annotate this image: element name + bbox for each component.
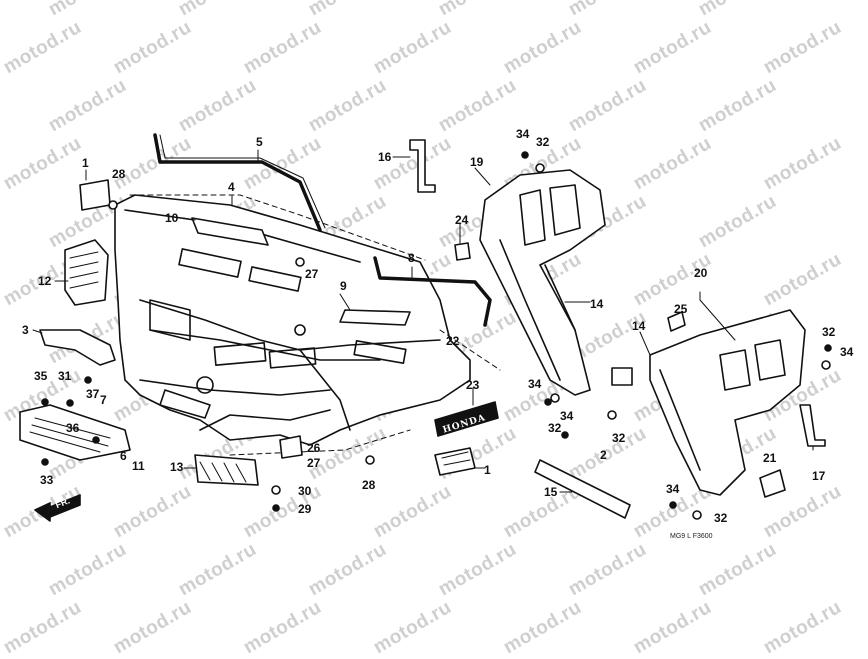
clip-21 (759, 469, 786, 498)
callout-8: 8 (408, 251, 415, 265)
callout-21: 21 (763, 451, 777, 465)
bracket-3 (39, 329, 116, 366)
callout-35: 35 (34, 369, 48, 383)
callout-32-3: 32 (612, 431, 626, 445)
grille-13 (194, 454, 259, 486)
callout-28-2: 28 (362, 478, 376, 492)
callout-numbers: 1123456789101112131414151617192021222324… (22, 127, 854, 525)
callout-34-3: 34 (560, 409, 574, 423)
plate-1-upper (79, 179, 111, 211)
plate-1-lower (434, 447, 476, 476)
callout-29: 29 (298, 502, 312, 516)
bracket-16 (409, 139, 436, 193)
callout-7: 7 (100, 393, 107, 407)
callout-16: 16 (378, 150, 392, 164)
fairing-body (114, 194, 471, 446)
bracket-17 (799, 404, 826, 447)
callout-32-1: 32 (536, 135, 550, 149)
callout-19: 19 (470, 155, 484, 169)
diagram-footnote: MG9 L F3600 (670, 533, 713, 540)
callout-36: 36 (66, 421, 80, 435)
callout-22: 22 (446, 334, 460, 348)
callout-34-1: 34 (516, 127, 530, 141)
outer-panel-left (649, 309, 806, 496)
callout-3: 3 (22, 323, 29, 337)
vent-grille-10 (191, 217, 269, 246)
trim-strip-5 (153, 133, 322, 232)
callout-10: 10 (165, 211, 179, 225)
callout-1-1: 1 (82, 156, 89, 170)
callout-1-2: 1 (484, 463, 491, 477)
callout-31: 31 (58, 369, 72, 383)
trim-strip-8 (373, 256, 492, 327)
callout-32-4: 32 (822, 325, 836, 339)
callout-2: 2 (600, 448, 607, 462)
vent-grille-9 (339, 309, 411, 326)
front-direction-arrow (34, 494, 81, 522)
callout-12: 12 (38, 274, 52, 288)
callout-33: 33 (40, 473, 54, 487)
callout-11: 11 (132, 459, 145, 473)
callout-14-2: 14 (632, 319, 646, 333)
honda-badge-23 (434, 401, 499, 437)
callout-20: 20 (694, 266, 708, 280)
bracket-18 (611, 367, 633, 386)
callout-14-1: 14 (590, 297, 604, 311)
inner-panel-right (479, 169, 606, 396)
callout-9: 9 (340, 279, 347, 293)
callout-25: 25 (674, 302, 688, 316)
callout-37: 37 (86, 387, 100, 401)
vent-box-12 (64, 239, 109, 306)
callout-34-5: 34 (666, 482, 680, 496)
callout-13: 13 (170, 460, 184, 474)
callout-34-4: 34 (840, 345, 854, 359)
callout-26: 26 (307, 441, 321, 455)
callout-24: 24 (455, 213, 469, 227)
strip-15 (534, 459, 631, 519)
callout-17: 17 (812, 469, 826, 483)
callout-27-1: 27 (305, 267, 319, 281)
assembly-guide-lines (129, 194, 501, 456)
callout-32-5: 32 (714, 511, 728, 525)
callout-4: 4 (228, 180, 235, 194)
callout-28-1: 28 (112, 167, 126, 181)
callout-30: 30 (298, 484, 312, 498)
callout-32-2: 32 (548, 421, 562, 435)
callout-15: 15 (544, 485, 558, 499)
fasteners (41, 151, 832, 520)
callout-5: 5 (256, 135, 263, 149)
callout-27-2: 27 (307, 456, 321, 470)
lower-grille-6 (19, 404, 131, 461)
callout-6: 6 (120, 449, 127, 463)
callout-23: 23 (466, 378, 480, 392)
callout-34-2: 34 (528, 377, 542, 391)
